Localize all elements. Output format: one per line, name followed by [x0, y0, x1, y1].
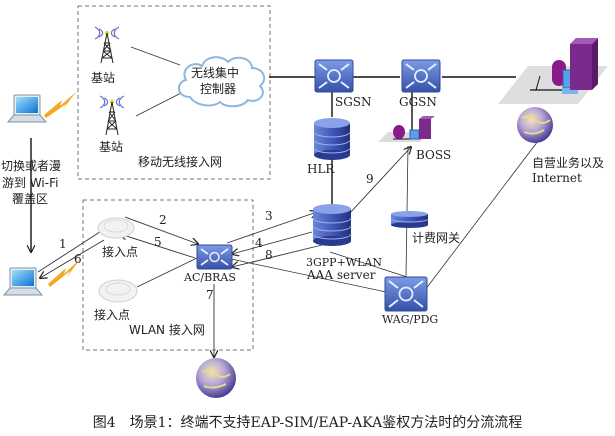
- flow-9: [348, 147, 411, 215]
- wlan-access-network-label: WLAN 接入网: [129, 323, 205, 337]
- wireless-controller-cloud: [178, 56, 266, 108]
- hlr-label: HLR: [307, 162, 335, 176]
- step-8-label: 8: [265, 248, 273, 262]
- aaa-server-label-line1: 3GPP+WLAN: [306, 256, 382, 269]
- handover-label-line3: 覆盖区: [12, 192, 49, 206]
- handover-label-line2: 游到 Wi-Fi: [2, 176, 59, 190]
- services-label-line1: 自营业务以及: [532, 156, 605, 170]
- laptop-icon: [6, 94, 48, 123]
- step-4-label: 4: [255, 236, 263, 250]
- wag-pdg-label: WAG/PDG: [382, 313, 439, 326]
- laptop-icon: [2, 267, 44, 296]
- flow-1: [37, 228, 106, 273]
- link-wag-acbras: [230, 258, 387, 293]
- link-wag-internet: [424, 140, 539, 291]
- boss-label: BOSS: [416, 148, 452, 162]
- flow-2: [124, 216, 198, 244]
- ac-bras-router-icon: [196, 244, 233, 270]
- wireless-controller-label-line1: 无线集中: [191, 66, 240, 80]
- flow-5: [120, 234, 196, 259]
- step-5-label: 5: [154, 235, 162, 249]
- step-6-label: 6: [74, 252, 82, 266]
- step-7-label: 7: [206, 288, 214, 302]
- access-point-icon: [97, 217, 135, 239]
- mobile-access-network-label: 移动无线接入网: [138, 155, 223, 169]
- internet-globe-icon: [517, 107, 553, 143]
- aaa-server-label-line2: AAA server: [307, 268, 376, 282]
- link-bs1-controller: [130, 46, 181, 66]
- hlr-database-icon: [313, 118, 351, 160]
- flow-6: [40, 239, 105, 278]
- flow-3: [226, 212, 317, 244]
- base-station-1-label: 基站: [91, 71, 116, 85]
- internet-globe-icon: [196, 358, 236, 398]
- step-1-label: 1: [59, 237, 67, 251]
- wireless-signal-icon: [48, 259, 80, 287]
- base-station-2-label: 基站: [99, 140, 124, 154]
- wlan-access-network-region: [82, 199, 254, 351]
- billing-gateway-database-icon: [390, 211, 429, 228]
- step-3-label: 3: [265, 209, 273, 223]
- step-9-label: 9: [366, 172, 374, 186]
- service-server-icon: [498, 38, 608, 104]
- flow-8: [232, 244, 323, 267]
- boss-server-icon: [378, 116, 435, 142]
- wireless-signal-icon: [44, 92, 76, 118]
- services-label-line2: Internet: [532, 171, 582, 185]
- base-station-icon: [94, 26, 120, 64]
- link-ap2-acbras: [136, 257, 198, 288]
- sgsn-label: SGSN: [335, 95, 372, 109]
- wag-pdg-router-icon: [384, 276, 428, 312]
- access-point-1-label: 接入点: [102, 245, 139, 259]
- flow-4: [232, 231, 313, 254]
- figure-caption: 图4 场景1：终端不支持EAP-SIM/EAP-AKA鉴权方法时的分流流程: [92, 415, 523, 431]
- handover-label-line1: 切换或者漫: [1, 159, 62, 173]
- wireless-controller-label-line2: 控制器: [200, 82, 237, 96]
- link-wag-aaa: [329, 251, 408, 278]
- ggsn-router-icon: [401, 59, 441, 93]
- step-2-label: 2: [159, 213, 167, 227]
- access-point-icon: [98, 279, 138, 303]
- billing-gateway-label: 计费网关: [412, 231, 461, 245]
- sgsn-router-icon: [314, 59, 354, 93]
- base-station-icon: [99, 95, 125, 136]
- aaa-server-database-icon: [312, 204, 352, 246]
- ac-bras-label: AC/BRAS: [184, 271, 236, 284]
- ggsn-label: GGSN: [399, 95, 437, 109]
- link-bs2-controller: [135, 91, 184, 117]
- access-point-2-label: 接入点: [94, 308, 131, 322]
